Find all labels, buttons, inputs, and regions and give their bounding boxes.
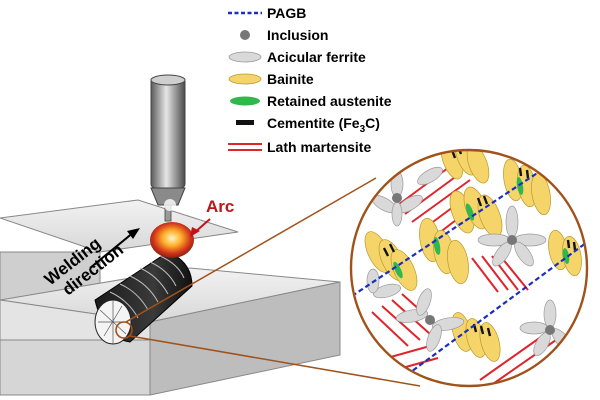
martensite-lath — [397, 164, 453, 206]
weld-ripple — [159, 255, 185, 279]
martensite-lath — [479, 331, 549, 381]
cementite — [518, 167, 523, 177]
retained-austenite — [393, 261, 403, 279]
cementite — [525, 169, 530, 179]
svg-text:Bainite: Bainite — [267, 71, 314, 87]
svg-text:Lath martensite: Lath martensite — [267, 139, 371, 155]
inclusion — [545, 325, 555, 335]
torch-top — [150, 74, 186, 86]
svg-text:Acicular ferrite: Acicular ferrite — [267, 49, 366, 65]
cementite — [476, 197, 483, 207]
pagb-boundaries — [351, 150, 587, 381]
front-plate-side — [149, 281, 341, 396]
svg-text:Retained austenite: Retained austenite — [267, 93, 392, 109]
weld-bead — [94, 251, 193, 345]
weld-ripple — [109, 291, 139, 319]
legend-item-retained-austenite: Retained austenite — [230, 93, 392, 109]
zoom-source-circle — [115, 321, 133, 339]
acicular-ferrite-star — [477, 205, 547, 267]
bainite-sheaf — [466, 150, 490, 184]
legend: PAGB Inclusion Acicular ferrite Bainite … — [228, 5, 392, 155]
cementite — [572, 241, 577, 251]
cementite — [482, 195, 489, 205]
inclusion — [425, 315, 435, 325]
bainite-sheaf — [531, 172, 551, 216]
weld-ripple — [139, 267, 169, 295]
cementite — [388, 243, 396, 253]
martensite-lath — [501, 257, 529, 291]
martensite-lath — [471, 257, 499, 293]
cementite — [479, 325, 485, 335]
torch-glow — [164, 199, 176, 211]
zoom-connector — [125, 177, 421, 387]
acicular-ferrite-set — [366, 166, 573, 357]
legend-item-bainite: Bainite — [228, 71, 314, 87]
martensite-lath — [381, 305, 421, 341]
cementite — [382, 247, 390, 257]
welding-direction-arrow — [89, 228, 140, 269]
inclusion — [392, 193, 402, 203]
legend-item-inclusion: Inclusion — [240, 27, 328, 43]
cementite — [456, 150, 463, 155]
bainite-sheaf — [390, 249, 418, 291]
acicular-ferrite-star — [519, 299, 573, 357]
inclusion — [507, 235, 517, 245]
weld-ripple — [149, 261, 177, 287]
martensite-lath — [411, 179, 471, 223]
bainite-sheaf — [447, 239, 469, 285]
legend-item-lath-martensite: Lath martensite — [228, 139, 371, 155]
cementite — [566, 239, 571, 249]
welding-torch — [150, 74, 186, 222]
svg-text:PAGB: PAGB — [267, 5, 306, 21]
weld-ripple — [119, 283, 149, 311]
acicular-ferrite-star — [417, 166, 443, 186]
acicular-ferrite-star — [395, 288, 465, 352]
microstructure-zoom — [349, 148, 589, 388]
svg-text:Inclusion: Inclusion — [267, 27, 328, 43]
retained-austenite — [516, 177, 524, 195]
svg-text:Cementite (Fe3C): Cementite (Fe3C) — [267, 115, 380, 135]
legend-item-cementite: Cementite (Fe3C) — [236, 115, 380, 135]
martensite-lath — [371, 311, 409, 347]
bainite-sheaf — [479, 322, 501, 362]
torch-body — [150, 77, 186, 189]
cementite-set — [382, 150, 577, 337]
bainite-sheaf — [562, 235, 582, 277]
cementite — [486, 327, 492, 337]
torch-nozzle — [150, 187, 186, 206]
weld-ripple — [129, 275, 159, 303]
zoom-circle-outline — [349, 148, 589, 388]
arc-arrow — [190, 218, 211, 237]
pagb-line — [399, 239, 587, 381]
martensite-lath — [481, 255, 509, 291]
arc-weld-pool — [150, 222, 194, 258]
legend-item-pagb: PAGB — [228, 5, 306, 21]
legend-item-acicular-ferrite: Acicular ferrite — [228, 49, 366, 65]
arc-label: Arc — [206, 197, 234, 216]
